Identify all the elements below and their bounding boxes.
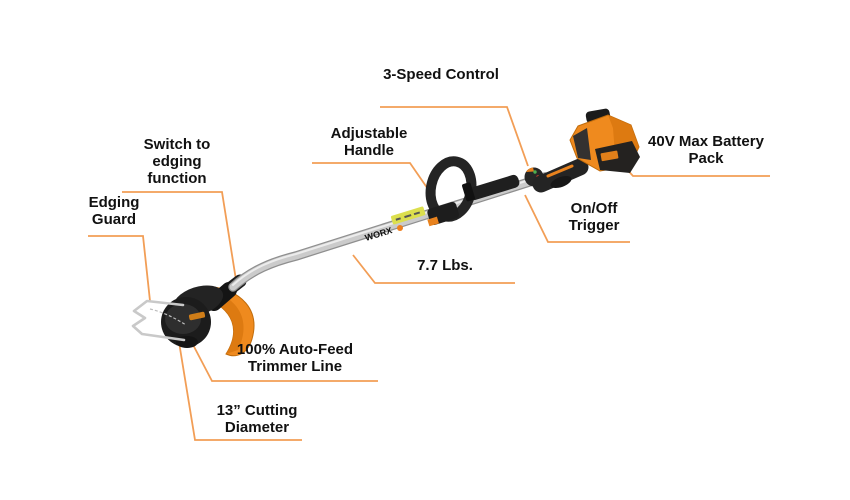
label-cutting-diameter: 13” Cutting Diameter [216, 402, 298, 436]
label-switch-edging: Switch to edging function [143, 136, 211, 187]
rear-grip [532, 158, 589, 193]
label-adjustable-handle: Adjustable Handle [330, 125, 408, 159]
callout-line-weight [352, 254, 515, 284]
trimmer-head [131, 285, 224, 348]
string-trimmer: WORX [131, 108, 640, 357]
callout-line-adjustable-handle [312, 162, 431, 193]
bump-feed-knob [176, 336, 198, 348]
callout-line-trimmer-line [189, 338, 378, 382]
warning-label-markings [395, 211, 421, 221]
housing-side-panel [573, 128, 591, 160]
brand-logo-dot [397, 225, 403, 231]
label-battery-pack: 40V Max Battery Pack [648, 133, 764, 167]
cutting-guard [201, 285, 255, 357]
shaft [228, 172, 550, 292]
callout-line-edging-guard [88, 235, 151, 302]
trigger [550, 175, 572, 189]
brand-logo-text: WORX [364, 225, 394, 243]
callout-line-switch-edging [122, 191, 237, 281]
speed-led-green [533, 170, 537, 174]
label-on-off-trigger: On/Off Trigger [568, 200, 620, 234]
callout-line-cutting-diameter [177, 335, 302, 441]
motor-housing [569, 108, 640, 173]
label-weight: 7.7 Lbs. [417, 257, 473, 274]
label-trimmer-line: 100% Auto-Feed Trimmer Line [236, 341, 354, 375]
callout-line-on-off-trigger [524, 194, 630, 243]
label-edging-guard: Edging Guard [88, 194, 140, 228]
spool-brand-label [188, 311, 206, 321]
trimmer-string [149, 308, 187, 326]
callout-line-speed-control [380, 106, 529, 167]
edging-guard-wire [131, 299, 186, 342]
battery-label [600, 150, 619, 162]
label-speed-control: 3-Speed Control [383, 66, 499, 83]
